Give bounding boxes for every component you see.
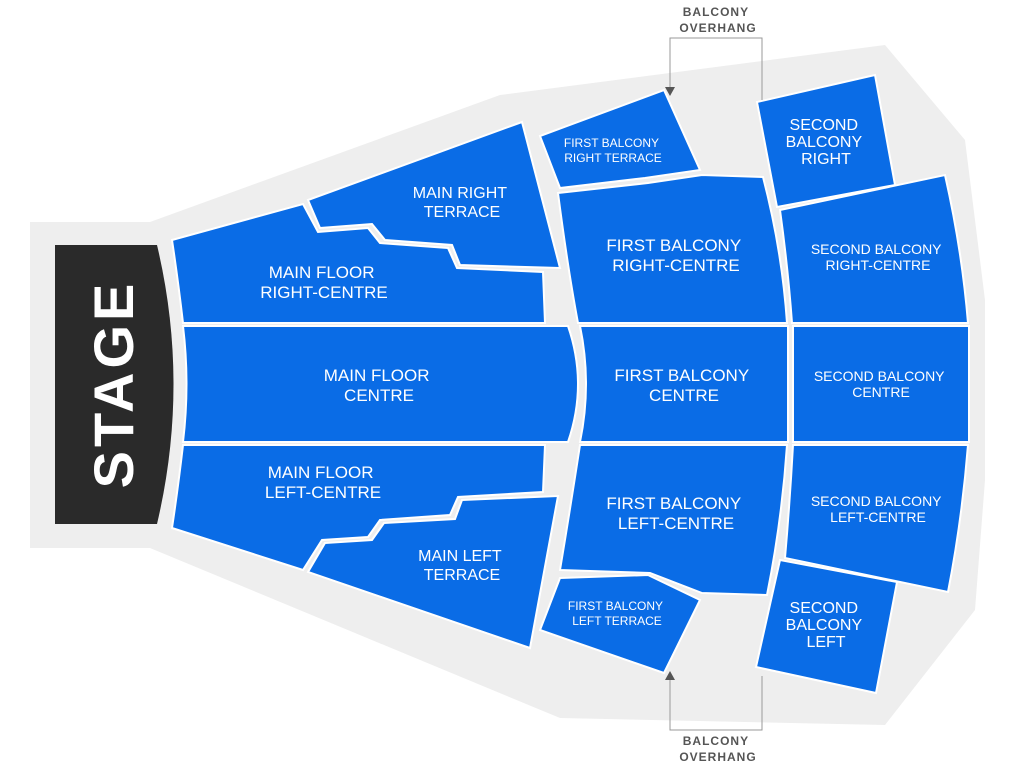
- section-main-right-terrace-shape: [306, 120, 562, 270]
- overhang-label: BALCONY OVERHANG: [679, 5, 756, 35]
- arrow-up-icon: [665, 671, 675, 680]
- section-first-balcony-left-terrace-shape: [538, 573, 702, 675]
- section-first-balcony-centre-shape: [578, 325, 789, 443]
- stage: STAGE: [55, 245, 174, 524]
- section-first-balcony-left-centre-shape: [558, 444, 789, 597]
- arrow-down-icon: [665, 87, 675, 96]
- section-second-balcony-centre-shape: [792, 325, 970, 443]
- overhang-label-line: BALCONY: [683, 734, 749, 748]
- section-main-floor-centre[interactable]: MAIN FLOOR CENTRE: [181, 325, 579, 443]
- section-first-balcony-centre[interactable]: FIRST BALCONY CENTRE: [578, 325, 789, 443]
- section-first-balcony-right-centre-shape: [556, 173, 789, 324]
- overhang-label-line: BALCONY: [683, 5, 749, 19]
- overhang-label-line: OVERHANG: [679, 750, 756, 764]
- section-first-balcony-right-centre[interactable]: FIRST BALCONY RIGHT-CENTRE: [556, 173, 789, 324]
- section-second-balcony-centre[interactable]: SECOND BALCONY CENTRE: [792, 325, 970, 443]
- section-main-floor-left-centre-shape: [170, 444, 547, 572]
- section-main-floor-centre-shape: [181, 325, 579, 443]
- section-main-floor-right-centre-shape: [170, 202, 547, 324]
- section-second-balcony-right-centre-shape: [778, 173, 970, 324]
- stage-label: STAGE: [82, 280, 145, 489]
- overhang-label-line: OVERHANG: [679, 21, 756, 35]
- overhang-bracket: [669, 676, 763, 731]
- overhang-bracket: [669, 37, 763, 100]
- overhang-top: BALCONY OVERHANG: [665, 5, 763, 100]
- overhang-bottom: BALCONY OVERHANG: [665, 671, 763, 764]
- overhang-label: BALCONY OVERHANG: [679, 734, 756, 764]
- section-second-balcony-left-centre-shape: [783, 444, 970, 594]
- section-main-left-terrace-shape: [306, 494, 560, 650]
- section-first-balcony-right-terrace-shape: [538, 88, 702, 190]
- stage-shape: [55, 245, 174, 524]
- section-second-balcony-left-shape: [754, 558, 899, 695]
